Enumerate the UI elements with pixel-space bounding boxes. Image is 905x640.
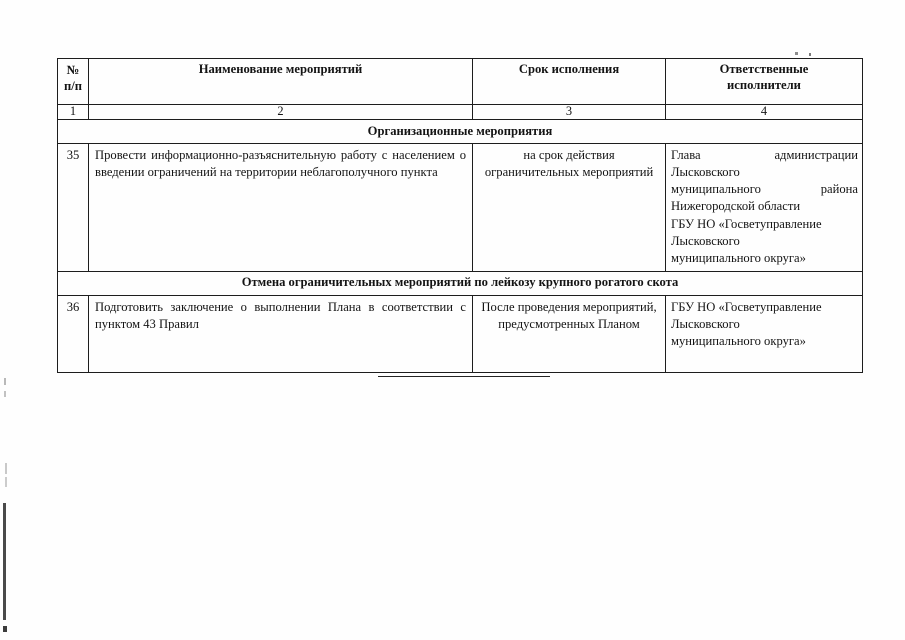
row-number: 35 [57, 143, 89, 272]
scan-artifact-mark [4, 378, 6, 385]
section-title-organizational: Организационные мероприятия [57, 119, 863, 144]
responsible-line: муниципального округа» [671, 250, 806, 265]
section-title-cancellation: Отмена ограничительных мероприятий по ле… [57, 270, 863, 296]
section-header-row: Организационные мероприятия [57, 119, 863, 144]
responsible-line: Нижегородской области [671, 199, 801, 214]
row-term: После проведения мероприятий, предусмотр… [472, 294, 666, 373]
row-responsible: Глава администрации Лысковского муниципа… [665, 143, 863, 272]
header-cell-responsible: Ответственные исполнители [665, 58, 863, 105]
responsible-line: Лысковского [671, 165, 740, 180]
table-column-numbering-row: 1 2 3 4 [57, 104, 863, 120]
header-cell-term: Срок исполнения [472, 58, 666, 105]
scan-artifact-mark [5, 463, 7, 474]
responsible-line: ГБУ НО «Госветуправление [671, 216, 822, 231]
header-number-line1: № [66, 63, 80, 77]
responsible-line: муниципального округа» [671, 334, 806, 349]
row-term: на срок действия ограничительных меропри… [472, 143, 666, 272]
header-responsible-line1: Ответственные [719, 62, 809, 76]
row-responsible: ГБУ НО «Госветуправление Лысковского мун… [665, 294, 863, 373]
header-responsible-line2: исполнители [727, 77, 801, 92]
responsible-line: Лысковского [671, 233, 740, 248]
header-number-line2: п/п [63, 79, 82, 94]
row-number: 36 [57, 294, 89, 373]
responsible-line: Глава администрации [671, 148, 858, 162]
measures-table: № п/п Наименование мероприятий Срок испо… [57, 58, 863, 373]
section-header-row: Отмена ограничительных мероприятий по ле… [57, 270, 863, 296]
colnum-term: 3 [472, 104, 666, 120]
table-row: 36 Подготовить заключение о выполнении П… [57, 294, 863, 373]
scan-artifact-mark [5, 477, 7, 487]
row-measure-name: Провести информационно-разъяснительную р… [88, 143, 473, 272]
scan-artifact-speck [809, 53, 811, 56]
colnum-name: 2 [88, 104, 473, 120]
header-cell-name: Наименование мероприятий [88, 58, 473, 105]
responsible-line: муниципального района [671, 182, 858, 197]
colnum-number: 1 [57, 104, 89, 120]
header-cell-number: № п/п [57, 58, 89, 105]
responsible-line: ГБУ НО «Госветуправление [671, 299, 822, 314]
horizontal-rule [378, 376, 550, 377]
responsible-line: Лысковского [671, 317, 740, 331]
colnum-responsible: 4 [665, 104, 863, 120]
scan-artifact-left-bar [3, 503, 6, 620]
table-row: 35 Провести информационно-разъяснительну… [57, 143, 863, 272]
table-header-row: № п/п Наименование мероприятий Срок испо… [57, 58, 863, 105]
scan-artifact-mark [4, 391, 6, 397]
row-measure-name: Подготовить заключение о выполнении План… [88, 294, 473, 373]
scan-artifact-speck [795, 52, 798, 55]
scan-artifact-mark [3, 626, 7, 632]
